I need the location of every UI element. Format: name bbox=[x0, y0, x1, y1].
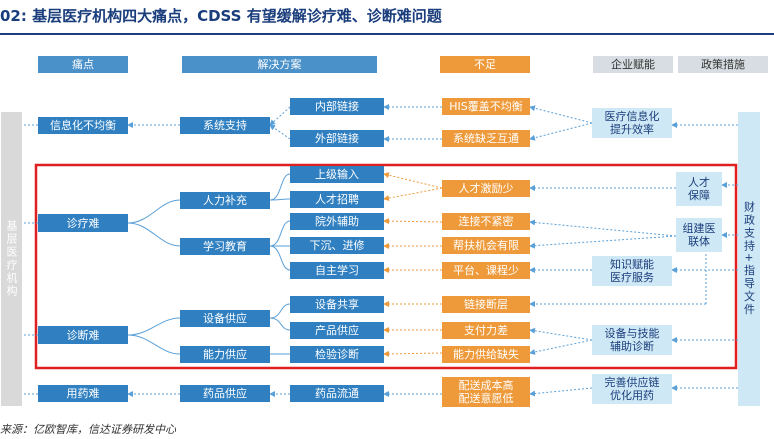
header-shortfall: 不足 bbox=[440, 56, 530, 73]
side-label-right: 财政支持+指导文件 bbox=[738, 112, 760, 406]
solution-external-link: 外部链接 bbox=[290, 130, 384, 147]
solution-self-study: 自主学习 bbox=[290, 262, 384, 279]
solution-internal-link: 内部链接 bbox=[290, 98, 384, 115]
shortfall-his-coverage: HIS覆盖不均衡 bbox=[442, 98, 530, 115]
shortfall-link-gap: 链接断层 bbox=[442, 296, 530, 313]
shortfall-poor-payment: 支付力差 bbox=[442, 322, 530, 339]
enterprise-supply-chain: 完善供应链 优化用药 bbox=[592, 374, 672, 404]
pain-treatment-difficulty: 诊疗难 bbox=[38, 214, 128, 232]
solution-drug-supply: 药品供应 bbox=[180, 385, 270, 402]
shortfall-talent-incentive: 人才激励少 bbox=[442, 180, 530, 197]
title-rule bbox=[0, 33, 774, 35]
enterprise-talent-guarantee: 人才 保障 bbox=[676, 172, 722, 206]
enterprise-equipment-diagnosis: 设备与技能 辅助诊断 bbox=[592, 325, 672, 355]
solution-capability: 能力供应 bbox=[180, 346, 270, 363]
solution-drug-circulation: 药品流通 bbox=[290, 385, 384, 402]
enterprise-knowledge-service: 知识赋能 医疗服务 bbox=[592, 256, 672, 286]
solution-system-support: 系统支持 bbox=[180, 117, 270, 134]
solution-superior-input: 上级输入 bbox=[290, 166, 384, 183]
shortfall-limited-help: 帮扶机会有限 bbox=[442, 237, 530, 254]
shortfall-capability-gap: 能力供给缺失 bbox=[442, 346, 530, 363]
solution-outside-assist: 院外辅助 bbox=[290, 213, 384, 230]
shortfall-delivery-cost: 配送成本高 配送意愿低 bbox=[442, 377, 530, 407]
shortfall-no-interop: 系统缺乏互通 bbox=[442, 130, 530, 147]
header-enterprise: 企业赋能 bbox=[593, 56, 673, 73]
solution-talent-recruit: 人才招聘 bbox=[290, 191, 384, 208]
solution-education: 学习教育 bbox=[180, 238, 270, 255]
side-label-left: 基层医疗机构 bbox=[1, 112, 22, 406]
header-policy: 政策措施 bbox=[678, 56, 768, 73]
shortfall-few-courses: 平台、课程少 bbox=[442, 262, 530, 279]
pain-info-imbalance: 信息化不均衡 bbox=[38, 117, 128, 134]
solution-lab-diagnosis: 检验诊断 bbox=[290, 346, 384, 363]
header-solution: 解决方案 bbox=[182, 56, 377, 73]
enterprise-it-efficiency: 医疗信息化 提升效率 bbox=[592, 108, 672, 138]
pain-diagnosis-difficulty: 诊断难 bbox=[38, 326, 128, 344]
source-note: 来源：亿欧智库，信达证券研发中心 bbox=[0, 423, 176, 436]
solution-sinking-study: 下沉、进修 bbox=[290, 237, 384, 254]
shortfall-loose-connection: 连接不紧密 bbox=[442, 213, 530, 230]
enterprise-medical-alliance: 组建医 联体 bbox=[676, 218, 722, 252]
header-pain: 痛点 bbox=[38, 56, 128, 73]
page-title: 02: 基层医疗机构四大痛点，CDSS 有望缓解诊疗难、诊断难问题 bbox=[0, 7, 442, 25]
solution-product-supply: 产品供应 bbox=[290, 322, 384, 339]
solution-equipment-share: 设备共享 bbox=[290, 296, 384, 313]
solution-manpower: 人力补充 bbox=[180, 192, 270, 209]
highlight-frame bbox=[34, 163, 738, 370]
solution-equipment: 设备供应 bbox=[180, 310, 270, 327]
pain-medication-difficulty: 用药难 bbox=[38, 385, 128, 402]
